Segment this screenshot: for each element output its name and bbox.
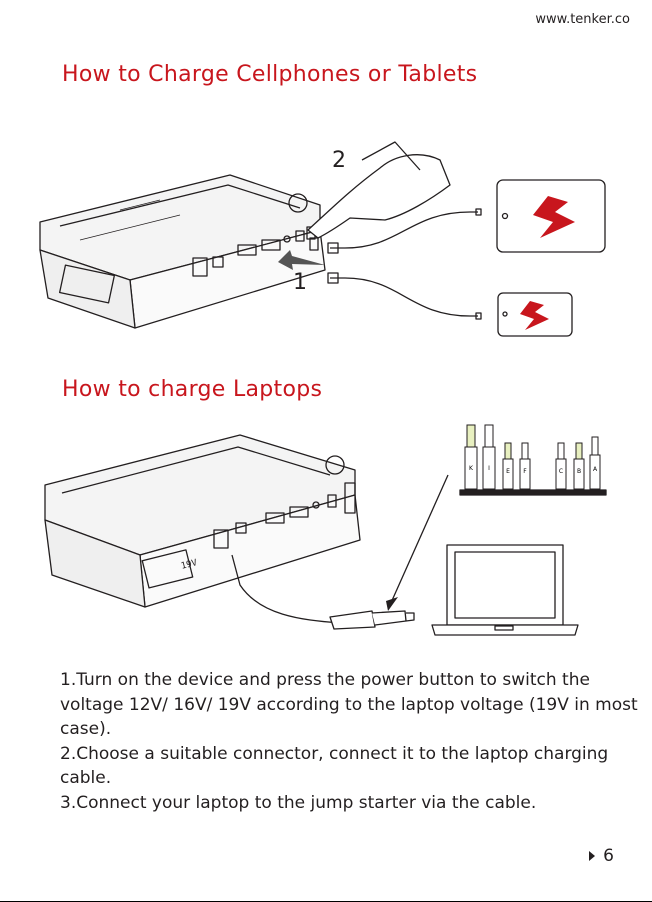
instructions: 1.Turn on the device and press the power… (60, 668, 650, 815)
step-label-two: 2 (332, 148, 346, 173)
section-title-phones: How to Charge Cellphones or Tablets (62, 62, 478, 87)
website-url: www.tenker.co (535, 12, 630, 27)
section-title-laptops: How to charge Laptops (62, 377, 323, 402)
page-number-text: 6 (603, 846, 614, 866)
connector-tip-label: F (523, 468, 527, 475)
connector-tip-label: B (577, 468, 581, 475)
connector-tip-label: C (559, 468, 563, 475)
triangle-icon (589, 851, 596, 861)
connector-tip-label: K (469, 465, 474, 472)
phone-charging-illustration (39, 141, 606, 337)
connector-tip-label: E (506, 468, 510, 475)
instruction-step: 1.Turn on the device and press the power… (60, 670, 638, 739)
connector-tip-label: I (488, 465, 490, 472)
instruction-step: 2.Choose a suitable connector, connect i… (60, 743, 609, 789)
step-label-one: 1 (293, 270, 307, 295)
page-number: 6 (589, 846, 614, 866)
instruction-step: 3.Connect your laptop to the jump starte… (60, 792, 537, 813)
connector-tip-label: A (593, 466, 598, 473)
